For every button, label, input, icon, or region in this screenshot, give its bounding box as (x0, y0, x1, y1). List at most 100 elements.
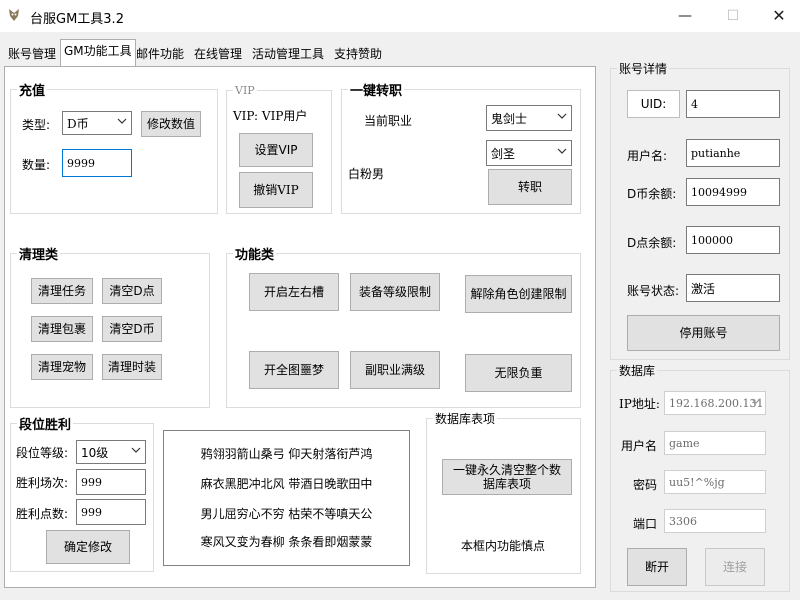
recharge-legend: 充值 (19, 84, 46, 99)
sub-job-label: 白粉男 (348, 167, 385, 181)
window-title: 台服GM工具3.2 (30, 12, 124, 27)
confirm-modify-button[interactable]: 确定修改 (46, 530, 130, 564)
tab-mail[interactable]: 邮件功能 (136, 47, 185, 61)
db-table-group: 数据库表项 (426, 410, 581, 574)
recharge-group: 充值 (10, 80, 218, 214)
clear-pets-button[interactable]: 清理宠物 (31, 354, 93, 380)
db-port-input[interactable]: 3306 (664, 509, 766, 533)
advance-job-button[interactable]: 转职 (488, 169, 572, 205)
unlimited-weight-button[interactable]: 无限负重 (465, 354, 572, 392)
modify-value-button[interactable]: 修改数值 (141, 111, 201, 137)
app-icon (9, 9, 19, 21)
functions-legend: 功能类 (235, 248, 275, 263)
chevron-down-icon (117, 116, 127, 126)
revoke-vip-button[interactable]: 撤销VIP (239, 172, 313, 208)
chevron-down-icon (557, 146, 567, 156)
amount-input[interactable]: 9999 (62, 149, 132, 177)
clear-costumes-button[interactable]: 清理时装 (102, 354, 162, 380)
equip-level-limit-button[interactable]: 装备等级限制 (350, 273, 440, 311)
job-advance-legend: 一键转职 (350, 84, 403, 99)
current-job-select[interactable]: 鬼剑士 (486, 105, 572, 131)
tab-account[interactable]: 账号管理 (8, 47, 57, 61)
poem-line: 寒风又变为春柳 条条看即烟蒙蒙 (200, 535, 373, 549)
rank-level-label: 段位等级: (16, 446, 69, 460)
poem-textbox[interactable]: 鸦翎羽箭山桑弓 仰天射落衔芦鸿 麻衣黑肥冲北风 带酒日晚歌田中 男儿屈穷心不穷 … (163, 430, 410, 566)
cleanup-legend: 清理类 (19, 248, 59, 263)
username-label: 用户名: (627, 149, 668, 163)
tab-online[interactable]: 在线管理 (194, 47, 243, 61)
close-button[interactable]: ✕ (772, 6, 786, 25)
tab-gm-tools[interactable]: GM功能工具 (60, 39, 136, 66)
ip-address-select[interactable]: 192.168.200.131 (664, 391, 766, 415)
unlock-slots-button[interactable]: 开启左右槽 (249, 273, 339, 311)
account-detail-group: 账号详情 (610, 60, 790, 360)
sub-job-select[interactable]: 剑圣 (486, 140, 572, 166)
db-password-label: 密码 (633, 478, 658, 492)
account-status-value: 激活 (686, 274, 780, 302)
poem-line: 麻衣黑肥冲北风 带酒日晚歌田中 (200, 477, 373, 491)
account-detail-legend: 账号详情 (619, 62, 668, 76)
clear-db-table-button[interactable]: 一键永久清空整个数据库表项 (442, 459, 572, 495)
clear-dcoin-button[interactable]: 清空D币 (102, 316, 162, 342)
clear-inventory-button[interactable]: 清理包裹 (31, 316, 93, 342)
username-value: putianhe (686, 139, 780, 167)
remove-create-limit-button[interactable]: 解除角色创建限制 (465, 275, 572, 313)
vip-group: VIP (226, 84, 332, 214)
vip-status-text: VIP: VIP用户 (233, 109, 308, 123)
database-legend: 数据库 (619, 364, 656, 378)
tab-sponsor[interactable]: 支持赞助 (334, 47, 383, 61)
current-job-label: 当前职业 (364, 114, 413, 128)
connect-button[interactable]: 连接 (705, 548, 765, 586)
disconnect-button[interactable]: 断开 (627, 548, 687, 586)
currency-type-select[interactable]: D币 (62, 111, 132, 135)
win-points-label: 胜利点数: (16, 507, 69, 521)
minimize-button[interactable]: — (678, 8, 692, 24)
disable-account-button[interactable]: 停用账号 (627, 315, 780, 351)
rank-level-value: 10级 (81, 445, 109, 460)
db-port-label: 端口 (633, 517, 658, 531)
uid-value: 4 (686, 90, 780, 118)
dcoin-balance-value: 10094999 (686, 178, 780, 206)
poem-line: 男儿屈穷心不穷 枯荣不等嗔天公 (200, 507, 373, 521)
dcoin-balance-label: D币余额: (627, 187, 677, 201)
job-advance-group: 一键转职 (341, 80, 581, 214)
sub-job-value: 剑圣 (491, 146, 516, 161)
db-table-legend: 数据库表项 (435, 412, 496, 426)
currency-type-value: D币 (67, 116, 89, 131)
clear-quests-button[interactable]: 清理任务 (31, 278, 93, 304)
unlock-nightmare-button[interactable]: 开全图噩梦 (249, 351, 339, 389)
db-warning-text: 本框内功能慎点 (461, 539, 546, 553)
maximize-button[interactable]: ☐ (726, 8, 740, 24)
win-points-input[interactable]: 999 (76, 499, 146, 525)
max-subjob-button[interactable]: 副职业满级 (350, 351, 440, 389)
chevron-down-icon (131, 445, 141, 455)
functions-group: 功能类 (226, 244, 581, 408)
rank-group: 段位胜利 (10, 414, 154, 572)
clear-dpoint-button[interactable]: 清空D点 (102, 278, 162, 304)
chevron-down-icon (751, 396, 761, 406)
wins-input[interactable]: 999 (76, 469, 146, 495)
dpoint-balance-label: D点余额: (627, 236, 677, 250)
dpoint-balance-value: 100000 (686, 226, 780, 254)
amount-label: 数量: (22, 158, 51, 172)
type-label: 类型: (22, 118, 51, 132)
tab-activity[interactable]: 活动管理工具 (252, 47, 325, 61)
database-group: 数据库 (610, 362, 790, 592)
db-password-input[interactable]: uu5!^%jg (664, 470, 766, 494)
rank-legend: 段位胜利 (19, 418, 72, 433)
title-bar: 台服GM工具3.2 — ☐ ✕ (0, 0, 800, 32)
ip-address-value: 192.168.200.131 (669, 396, 764, 410)
chevron-down-icon (557, 111, 567, 121)
rank-level-select[interactable]: 10级 (76, 440, 146, 464)
db-user-label: 用户名 (621, 439, 658, 453)
wins-label: 胜利场次: (16, 476, 69, 490)
uid-label: UID: (627, 90, 680, 118)
cleanup-group: 清理类 (10, 244, 210, 408)
poem-line: 鸦翎羽箭山桑弓 仰天射落衔芦鸿 (200, 447, 373, 461)
ip-address-label: IP地址: (619, 397, 660, 411)
vip-legend: VIP (235, 84, 255, 97)
account-status-label: 账号状态: (627, 284, 680, 298)
db-user-input[interactable]: game (664, 431, 766, 455)
current-job-value: 鬼剑士 (491, 111, 528, 126)
set-vip-button[interactable]: 设置VIP (239, 133, 313, 167)
